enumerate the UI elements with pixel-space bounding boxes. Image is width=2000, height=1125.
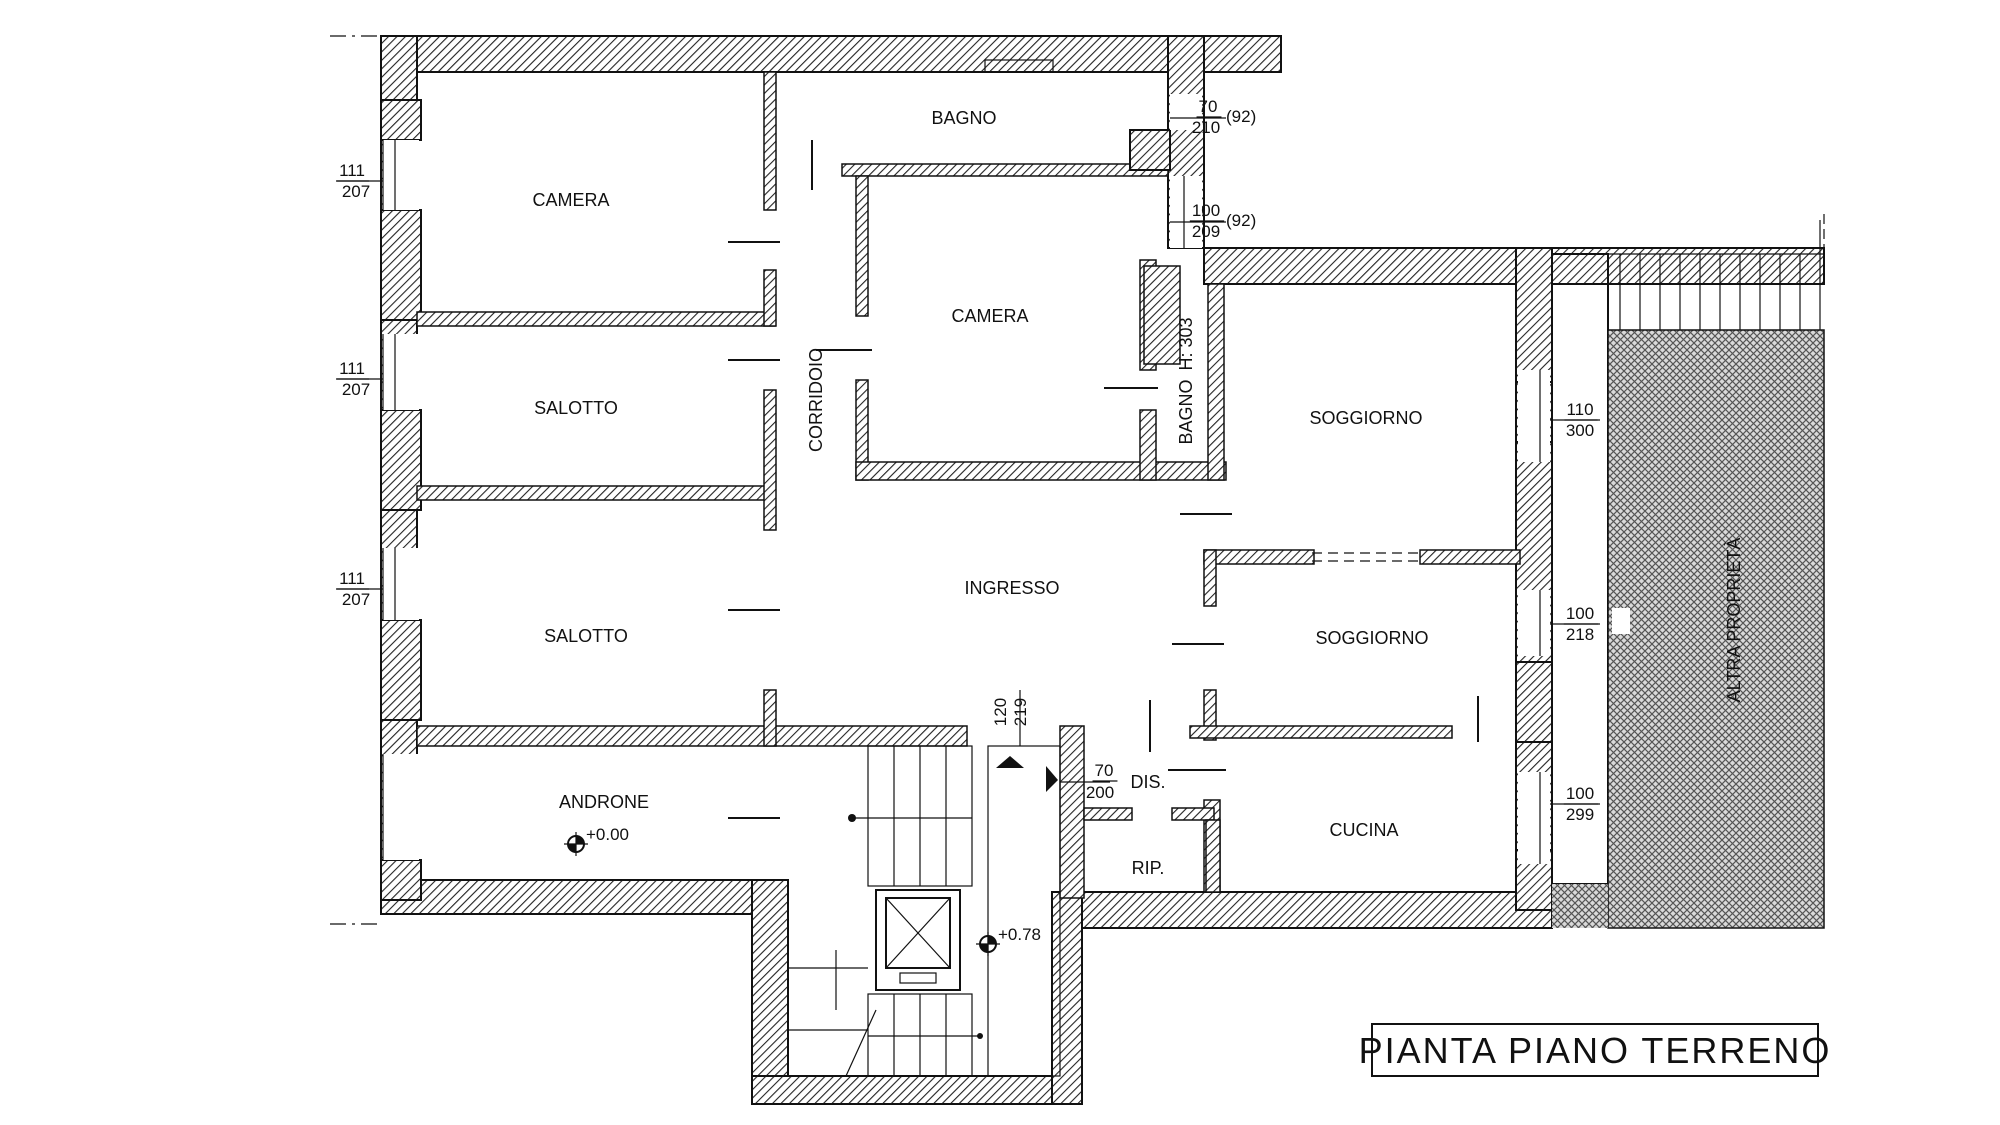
room-label-soggiorno-1: SOGGIORNO <box>1309 408 1422 428</box>
room-label-corridoio: CORRIDOIO <box>806 348 826 452</box>
room-label-soggiorno-2: SOGGIORNO <box>1315 628 1428 648</box>
staircase <box>788 745 1061 1077</box>
room-label-bagno-2: BAGNO <box>1176 379 1196 444</box>
room-label-bagno-2-height: H: 303 <box>1176 317 1196 370</box>
room-label-dis: DIS. <box>1130 772 1165 792</box>
dim-win-camera2-w: 100 <box>1192 201 1220 220</box>
dim-win-soggiorno2-w: 100 <box>1566 604 1594 623</box>
dim-win-salotto1-w: 111 <box>339 359 365 378</box>
room-label-camera-1: CAMERA <box>532 190 609 210</box>
dim-win-cucina-h: 299 <box>1566 805 1594 824</box>
walls <box>380 35 1825 1105</box>
level-label-androne: +0.00 <box>586 825 629 844</box>
dim-win-camera-w: 111 <box>339 161 365 180</box>
dim-win-soggiorno1-w: 110 <box>1566 400 1593 419</box>
terrace <box>1551 220 1825 929</box>
room-label-ingresso: INGRESSO <box>964 578 1059 598</box>
room-label-androne: ANDRONE <box>559 792 649 812</box>
level-labels: +0.00 +0.78 <box>586 825 1041 944</box>
dim-win-salotto2-h: 207 <box>342 590 370 609</box>
room-label-cucina: CUCINA <box>1329 820 1398 840</box>
room-label-salotto-2: SALOTTO <box>544 626 628 646</box>
dim-door-dis-w: 70 <box>1095 761 1114 780</box>
dim-win-soggiorno2-h: 218 <box>1566 625 1594 644</box>
dim-win-bagno-h: 210 <box>1192 118 1220 137</box>
room-label-rip: RIP. <box>1132 858 1165 878</box>
plan-title: PIANTA PIANO TERRENO <box>1359 1030 1832 1071</box>
dim-door-dis-h: 200 <box>1086 783 1114 802</box>
dim-win-cucina-w: 100 <box>1566 784 1594 803</box>
dim-win-soggiorno1-h: 300 <box>1566 421 1594 440</box>
dim-win-camera2-sill: (92) <box>1226 211 1256 230</box>
dim-win-camera-h: 207 <box>342 182 370 201</box>
dimension-labels: 111 207 111 207 111 207 70 210 (92) 100 … <box>339 97 1594 824</box>
level-marker-landing <box>976 932 1000 956</box>
dim-win-bagno-sill: (92) <box>1226 107 1256 126</box>
dim-win-camera2-h: 209 <box>1192 222 1220 241</box>
window-marks <box>336 94 1600 864</box>
altra-proprieta-area <box>1607 329 1825 929</box>
room-label-camera-2: CAMERA <box>951 306 1028 326</box>
room-label-altra-proprieta: ALTRA PROPRIETÀ <box>1724 538 1744 703</box>
title-block: PIANTA PIANO TERRENO <box>1359 1023 1832 1077</box>
room-label-salotto-1: SALOTTO <box>534 398 618 418</box>
dim-win-bagno-w: 70 <box>1199 97 1218 116</box>
room-labels: CAMERA BAGNO CAMERA SALOTTO CORRIDOIO BA… <box>532 108 1744 878</box>
dim-win-salotto2-w: 111 <box>339 569 365 588</box>
dim-door-entry-h: 219 <box>1011 698 1030 726</box>
room-label-bagno-1: BAGNO <box>931 108 996 128</box>
dim-door-entry-w: 120 <box>991 698 1010 726</box>
dim-win-salotto1-h: 207 <box>342 380 370 399</box>
level-label-landing: +0.78 <box>998 925 1041 944</box>
level-markers <box>564 832 1000 956</box>
level-marker-androne <box>564 832 588 856</box>
door-openings <box>330 35 1825 925</box>
